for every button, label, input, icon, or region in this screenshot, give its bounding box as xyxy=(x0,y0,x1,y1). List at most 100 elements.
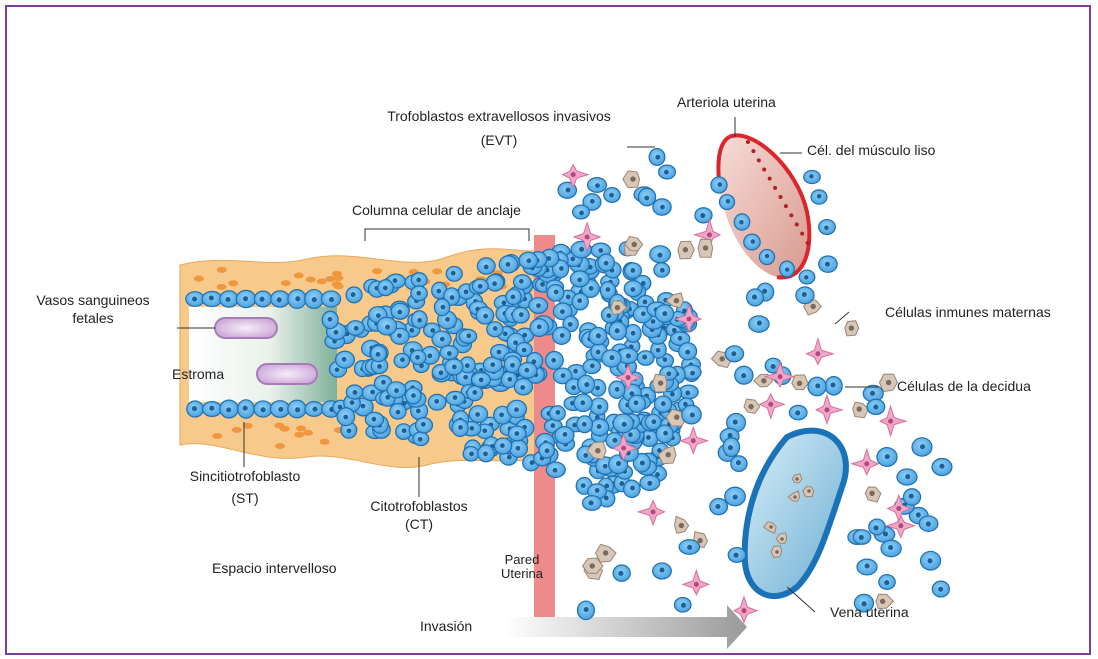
cytotrophoblast-cell xyxy=(578,375,595,393)
syncytio-nucleus xyxy=(317,278,327,284)
cytotrophoblast-cell xyxy=(625,263,642,278)
cytotrophoblast-cell xyxy=(507,400,526,417)
cytotrophoblast-cell xyxy=(411,286,428,301)
cytotrophoblast-cell xyxy=(574,394,592,412)
cytotrophoblast-cell xyxy=(613,565,630,581)
cytotrophoblast-cell xyxy=(487,322,503,337)
syncytio-nucleus xyxy=(294,272,304,278)
cytotrophoblast-cell xyxy=(391,303,409,319)
cytotrophoblast-cell xyxy=(412,311,428,328)
smooth-muscle-cell xyxy=(768,177,772,181)
cytotrophoblast-cell xyxy=(749,316,769,332)
smooth-muscle-cell xyxy=(779,195,783,199)
cytotrophoblast-cell xyxy=(539,442,555,458)
cytotrophoblast-cell xyxy=(477,258,495,274)
decidual-cell xyxy=(853,402,869,418)
evt-label-line2: (EVT) xyxy=(359,131,639,149)
arteriola-label: Arteriola uterina xyxy=(677,93,776,111)
cytotrophoblast-cell xyxy=(719,195,734,210)
cytotrophoblast-cell xyxy=(912,438,932,456)
cytotrophoblast-cell xyxy=(624,281,642,297)
cytotrophoblast-cell xyxy=(440,346,458,360)
syncytio-nucleus xyxy=(332,271,342,277)
cytotrophoblast-cell xyxy=(640,475,660,490)
immune-cell xyxy=(816,395,842,423)
immune-cell xyxy=(683,570,709,594)
smooth-muscle-cell xyxy=(806,241,810,245)
cytotrophoblast-cell xyxy=(202,291,222,306)
cytotrophoblast-cell xyxy=(653,199,671,215)
decidual-cell xyxy=(865,487,881,502)
inmunes-label: Células inmunes maternas xyxy=(885,303,1051,321)
figure-frame: Trofoblastos extravellosos invasivos (EV… xyxy=(5,5,1091,655)
cytotrophoblast-cell xyxy=(604,188,620,203)
cytotrophoblast-cell xyxy=(609,381,625,398)
ct-label: Citotrofoblastos (CT) xyxy=(344,497,494,533)
cytotrophoblast-cell xyxy=(897,469,917,485)
cytotrophoblast-cell xyxy=(445,359,463,375)
cytotrophoblast-cell xyxy=(347,321,364,336)
smooth-muscle-cell xyxy=(762,168,766,172)
cytotrophoblast-cell xyxy=(254,291,271,307)
cytotrophoblast-cell xyxy=(371,346,387,362)
evt-label: Trofoblastos extravellosos invasivos (EV… xyxy=(359,107,639,149)
cytotrophoblast-cell xyxy=(682,405,702,424)
cytotrophoblast-cell xyxy=(638,188,655,205)
cytotrophoblast-cell xyxy=(555,427,574,444)
cytotrophoblast-cell xyxy=(879,575,895,590)
cytotrophoblast-cell xyxy=(220,291,238,307)
pared-label-line1: Pared xyxy=(487,553,557,567)
cytotrophoblast-cell xyxy=(645,414,661,429)
cytotrophoblast-cell xyxy=(518,363,537,379)
st-label-line1: Sincitiotrofoblasto xyxy=(165,467,325,485)
cytotrophoblast-cell xyxy=(410,350,426,364)
decidua-label: Células de la decidua xyxy=(897,377,1031,395)
smooth-muscle-cell xyxy=(789,213,793,217)
cytotrophoblast-cell xyxy=(577,416,593,433)
vena-label: Vena uterina xyxy=(830,603,909,621)
decidual-cell xyxy=(744,399,760,413)
cytotrophoblast-cell xyxy=(346,287,362,303)
syncytio-nucleus xyxy=(275,443,285,449)
cytotrophoblast-cell xyxy=(547,285,564,301)
cytotrophoblast-cell xyxy=(550,406,566,421)
cytotrophoblast-cell xyxy=(467,386,483,401)
syncytio-nucleus xyxy=(217,267,227,273)
cytotrophoblast-cell xyxy=(270,401,289,418)
cytotrophoblast-cell xyxy=(220,400,238,418)
cytotrophoblast-cell xyxy=(804,170,821,183)
fetal-vessel xyxy=(257,364,317,384)
cytotrophoblast-cell xyxy=(877,448,897,467)
ct-label-line1: Citotrofoblastos xyxy=(344,497,494,515)
syncytio-nucleus xyxy=(332,281,342,287)
cytotrophoblast-cell xyxy=(653,563,672,579)
cytotrophoblast-cell xyxy=(434,299,449,316)
cytotrophoblast-cell xyxy=(613,414,633,433)
syncytio-nucleus xyxy=(432,268,442,274)
syncytio-nucleus xyxy=(306,277,316,283)
cytotrophoblast-cell xyxy=(510,440,528,457)
cytotrophoblast-cell xyxy=(494,438,511,454)
smooth-muscle-cell xyxy=(784,204,788,208)
syncytio-nucleus xyxy=(212,433,222,439)
cytotrophoblast-cell xyxy=(825,377,842,395)
fetal-vessel xyxy=(215,318,277,338)
cytotrophoblast-cell xyxy=(711,177,727,193)
estroma-label: Estroma xyxy=(172,365,224,383)
cytotrophoblast-cell xyxy=(679,343,697,360)
cytotrophoblast-cell xyxy=(413,432,429,446)
cytotrophoblast-cell xyxy=(624,480,640,497)
syncytio-nucleus xyxy=(296,425,306,431)
cytotrophoblast-cell xyxy=(723,438,740,457)
smooth-muscle-cell xyxy=(746,140,750,144)
cytotrophoblast-cell xyxy=(869,519,885,535)
evt-label-line1: Trofoblastos extravellosos invasivos xyxy=(359,107,639,125)
cytotrophoblast-cell xyxy=(236,290,255,307)
cytotrophoblast-cell xyxy=(589,328,607,345)
cytotrophoblast-cell xyxy=(628,395,645,412)
decidual-cell xyxy=(792,375,808,390)
vasos-label-line1: Vasos sanguineos xyxy=(29,291,157,309)
cytotrophoblast-cell xyxy=(819,220,836,235)
cytotrophoblast-cell xyxy=(545,352,563,370)
cytotrophoblast-cell xyxy=(679,540,699,555)
